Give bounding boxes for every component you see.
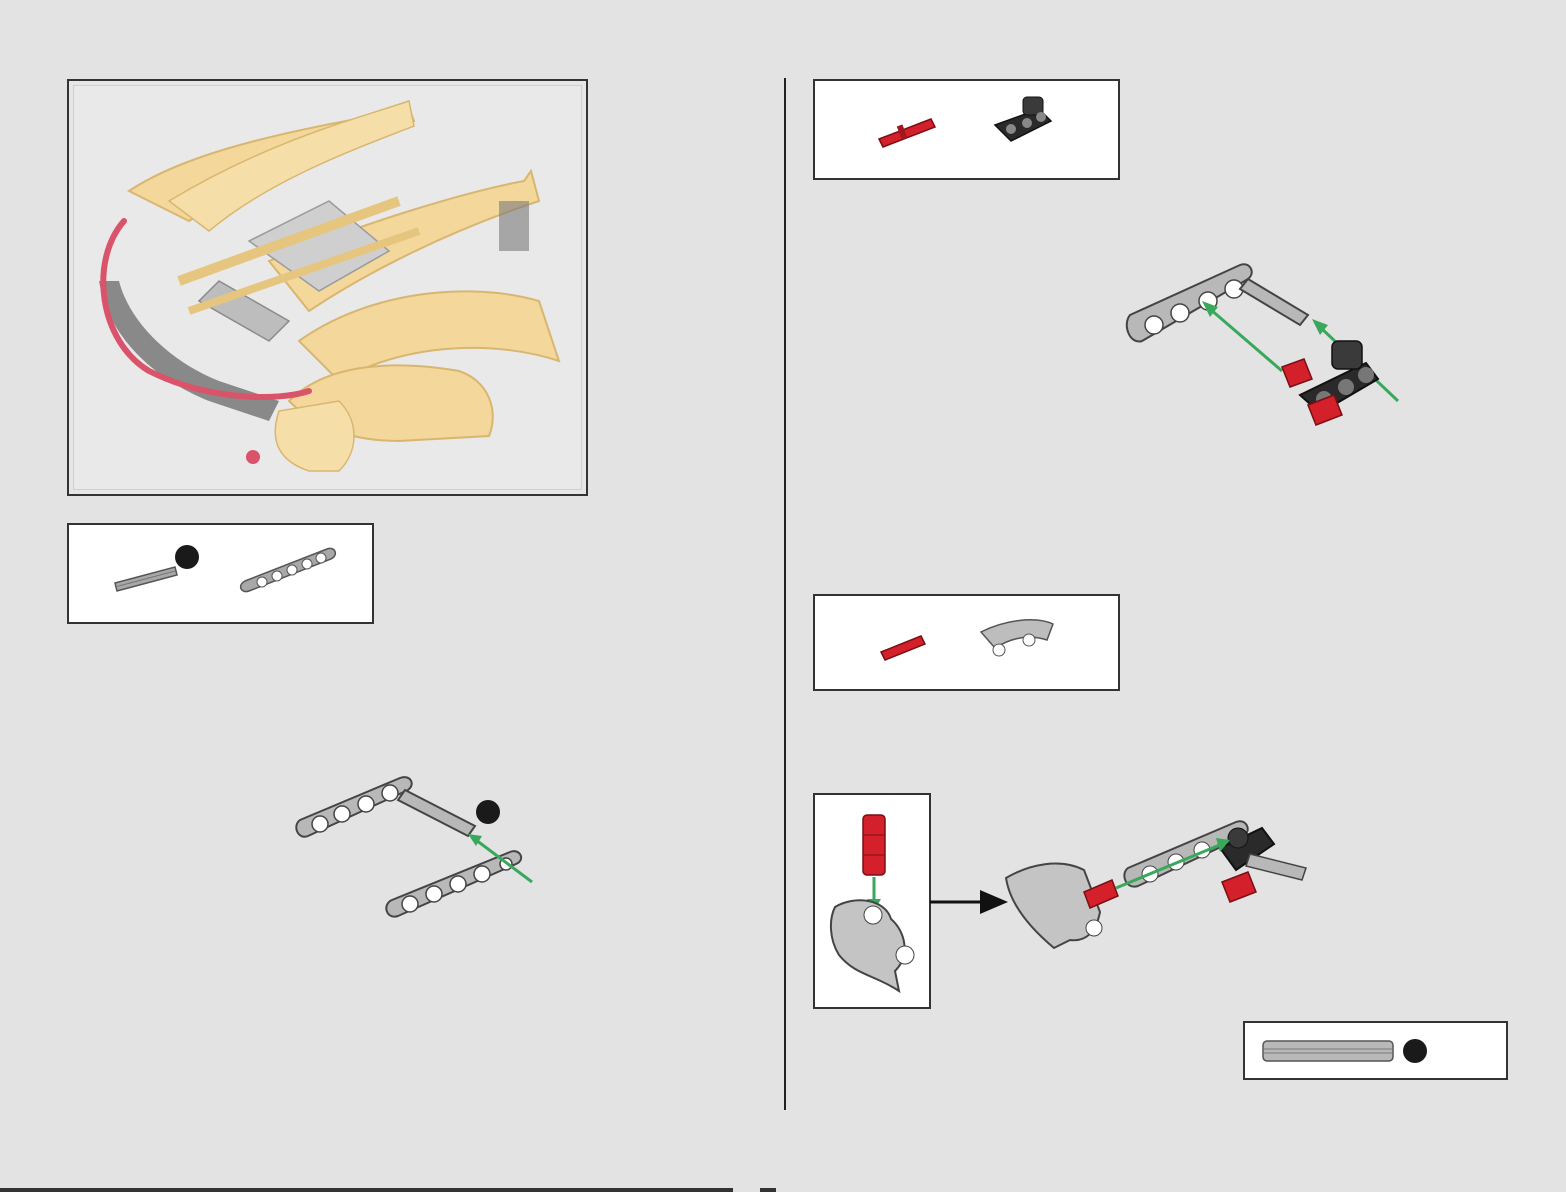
subassembly-panel — [813, 793, 931, 1009]
left-assembly-diagram — [280, 760, 560, 940]
parts-list-left — [67, 523, 374, 624]
red-axle-pin-icon — [881, 636, 925, 660]
red-pin-icon — [879, 119, 935, 147]
axle-length-dot-icon — [1403, 1039, 1427, 1063]
axle-length-dot-icon — [175, 545, 199, 569]
page-bottom-edge — [0, 1188, 1566, 1192]
gray-beam-icon — [241, 548, 336, 591]
right-assembly-diagram-1 — [1120, 255, 1420, 435]
gray-axle-icon — [115, 567, 177, 591]
black-connector-icon — [995, 97, 1051, 141]
parts-list-right-1 — [813, 79, 1120, 180]
page-divider — [784, 78, 786, 1110]
model-preview-panel — [67, 79, 588, 496]
long-gray-axle-icon — [1263, 1041, 1393, 1061]
red-axle-pin-icon — [863, 815, 885, 875]
parts-list-right-2 — [813, 594, 1120, 691]
step-arrow-icon — [930, 888, 1010, 916]
right-assembly-diagram-2 — [1000, 808, 1320, 958]
gray-panel-connector-icon — [981, 620, 1053, 656]
axle-length-callout — [1243, 1021, 1508, 1080]
gray-panel-connector-icon — [831, 900, 914, 991]
axle-length-dot-icon — [476, 800, 500, 824]
model-preview-image — [69, 81, 586, 494]
